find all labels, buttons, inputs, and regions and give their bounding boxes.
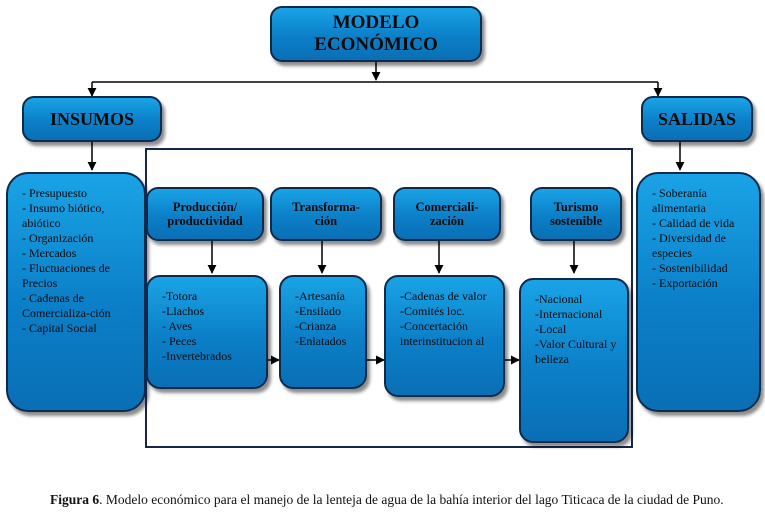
stage-detail-item: -Totora <box>162 289 198 303</box>
stage-detail-item: -Internacional <box>535 307 603 321</box>
insumos-header-box: INSUMOS <box>22 96 162 142</box>
insumos-item: - Presupuesto <box>22 186 87 200</box>
stage-detail-list: -Totora -Llachos - Aves - Peces -Inverte… <box>162 289 262 364</box>
stage-detail-list: -Nacional -Internacional -Local -Valor C… <box>535 292 623 367</box>
modelo-economico-title-line1: MODELO <box>332 12 420 34</box>
insumos-item: - Fluctuaciones de Precios <box>22 261 110 290</box>
salidas-item: - Soberanía alimentaria <box>652 186 707 215</box>
salidas-item: - Diversidad de especies <box>652 231 726 260</box>
stage-header-comercializacion: Comerciali- zación <box>393 187 501 241</box>
figure-caption: Figura 6. Modelo económico para el manej… <box>50 492 730 508</box>
stage-detail-item: - Peces <box>162 334 197 348</box>
salidas-header-box: SALIDAS <box>641 96 753 142</box>
stage-detail-item: -Nacional <box>535 292 583 306</box>
insumos-list-box: - Presupuesto - Insumo biótico, abiótico… <box>6 172 146 412</box>
insumos-item: - Capital Social <box>22 321 97 335</box>
stage-detail-item: -Invertebrados <box>162 349 232 363</box>
salidas-list-box: - Soberanía alimentaria - Calidad de vid… <box>636 172 761 412</box>
stage-detail-list: -Artesanía -Ensilado -Crianza -Enlatados <box>295 289 361 349</box>
stage-detail-list: -Cadenas de valor -Comités loc. -Concert… <box>400 289 499 349</box>
stage-detail-item: -Ensilado <box>295 304 341 318</box>
salidas-list: - Soberanía alimentaria - Calidad de vid… <box>652 186 753 291</box>
stage-detail-item: -Comités loc. <box>400 304 465 318</box>
figure-label: Figura 6 <box>50 492 100 507</box>
insumos-item: - Cadenas de Comercializa-ción <box>22 291 111 320</box>
stage-detail-item: -Llachos <box>162 304 204 318</box>
stage-detail-item: -Concertación interinstitucion al <box>400 319 485 348</box>
stage-header-turismo: Turismo sostenible <box>530 187 622 241</box>
stage-detail-produccion: -Totora -Llachos - Aves - Peces -Inverte… <box>146 275 268 389</box>
salidas-title: SALIDAS <box>657 108 737 129</box>
stage-header-produccion: Producción/ productividad <box>146 187 264 241</box>
stage-detail-item: -Local <box>535 322 567 336</box>
stage-detail-transformacion: -Artesanía -Ensilado -Crianza -Enlatados <box>279 275 367 389</box>
insumos-list: - Presupuesto - Insumo biótico, abiótico… <box>22 186 138 336</box>
figure-caption-text: . Modelo económico para el manejo de la … <box>99 492 724 507</box>
modelo-economico-box: MODELO ECONÓMICO <box>270 6 482 62</box>
salidas-item: - Exportación <box>652 276 718 290</box>
salidas-item: - Sostenibilidad <box>652 261 728 275</box>
stage-detail-comercializacion: -Cadenas de valor -Comités loc. -Concert… <box>384 275 505 397</box>
stage-detail-item: -Enlatados <box>295 334 347 348</box>
stage-detail-item: -Artesanía <box>295 289 345 303</box>
stage-detail-item: -Valor Cultural y belleza <box>535 337 617 366</box>
insumos-item: - Insumo biótico, abiótico <box>22 201 105 230</box>
insumos-item: - Mercados <box>22 246 77 260</box>
stage-detail-item: - Aves <box>162 319 193 333</box>
stage-header-transformacion: Transforma- ción <box>270 187 382 241</box>
stage-detail-item: -Cadenas de valor <box>400 289 487 303</box>
stage-detail-turismo: -Nacional -Internacional -Local -Valor C… <box>519 278 629 443</box>
insumos-title: INSUMOS <box>49 108 134 129</box>
modelo-economico-title-line2: ECONÓMICO <box>314 34 438 55</box>
stage-detail-item: -Crianza <box>295 319 337 333</box>
insumos-item: - Organización <box>22 231 94 245</box>
salidas-item: - Calidad de vida <box>652 216 735 230</box>
